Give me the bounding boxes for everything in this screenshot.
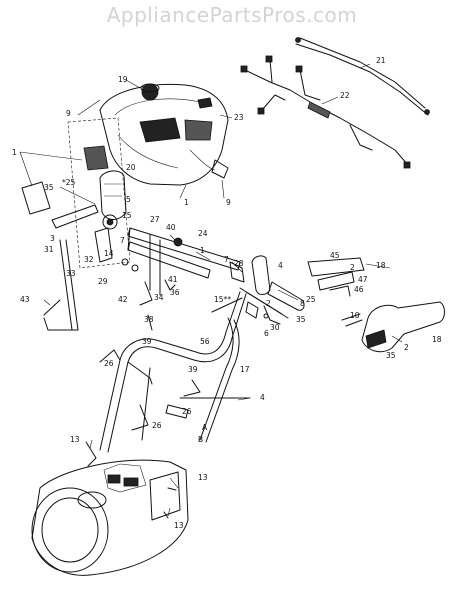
callout-label: 13 (70, 435, 80, 444)
control-handle-right (211, 255, 305, 325)
auger-housing (31, 441, 189, 576)
callout-label: 31 (44, 245, 54, 254)
callout-label: 15 (122, 211, 132, 220)
callout-label: 9 (226, 198, 231, 207)
callout-label: 19 (118, 75, 128, 84)
callout-label: 32 (84, 255, 94, 264)
callout-label: 45 (330, 251, 340, 260)
callout-label: 46 (354, 285, 364, 294)
callout-label: 26 (104, 359, 114, 368)
callout-label: 3 (50, 234, 55, 243)
callout-label: 2 (266, 299, 271, 308)
handle-far-right (307, 257, 445, 353)
shift-rod (43, 239, 79, 331)
callout-label: 39 (188, 365, 198, 374)
wiring-harness (240, 37, 430, 169)
callout-labels: 1 1 1 2 2 2 3 4 4 5 6 7 7 8 9 9 10 13 13… (12, 56, 442, 530)
callout-label: 28 (234, 259, 244, 268)
center-linkage (121, 227, 241, 331)
callout-label: 41 (168, 275, 178, 284)
callout-label: 25 (306, 295, 316, 304)
callout-label: 2 (350, 263, 355, 272)
callout-label: 34 (154, 293, 164, 302)
callout-label: 24 (198, 229, 208, 238)
callout-label: 22 (340, 91, 350, 100)
callout-label: 36 (170, 288, 180, 297)
callout-label: 35 (386, 351, 396, 360)
callout-label: 42 (118, 295, 128, 304)
callout-label: 35 (296, 315, 306, 324)
callout-label: *25 (62, 178, 76, 187)
dashboard-housing (99, 83, 229, 186)
callout-label: 23 (234, 113, 244, 122)
callout-label: 29 (98, 277, 108, 286)
callout-label: 4 (260, 393, 265, 402)
callout-label: 18 (432, 335, 442, 344)
callout-label: 13 (174, 521, 184, 530)
watermark: AppliancePartsPros.com (107, 3, 358, 27)
callout-label: 17 (240, 365, 250, 374)
callout-label: 1 (12, 148, 17, 157)
chute-deflector (21, 145, 127, 263)
callout-label: 56 (200, 337, 210, 346)
callout-label: 13 (198, 473, 208, 482)
leader-lines (19, 63, 403, 517)
callout-label: 7 (224, 255, 229, 264)
callout-label: 38 (144, 315, 154, 324)
callout-label: 30 (270, 323, 280, 332)
callout-label: 10 (350, 311, 360, 320)
callout-label: 4 (278, 261, 283, 270)
callout-label: 1 (184, 198, 189, 207)
assembly-boundary-box (67, 117, 131, 269)
callout-label: 33 (66, 269, 76, 278)
callout-label: 1 (200, 246, 205, 255)
callout-label: B (198, 435, 203, 444)
callout-label: 8 (300, 299, 305, 308)
callout-label: 20 (126, 163, 136, 172)
callout-label: 47 (358, 275, 368, 284)
callout-label: 6 (264, 329, 269, 338)
callout-label: 21 (376, 56, 386, 65)
callout-label: 7 (120, 236, 125, 245)
callout-label: A (202, 423, 208, 432)
callout-label: 5 (126, 195, 131, 204)
callout-label: 43 (20, 295, 30, 304)
callout-label: 18 (376, 261, 386, 270)
callout-label: 39 (142, 337, 152, 346)
callout-label: 35 (44, 183, 54, 192)
callout-label: 15** (214, 295, 231, 304)
callout-label: 14 (104, 249, 114, 258)
callout-label: 2 (404, 343, 409, 352)
callout-label: 27 (150, 215, 160, 224)
callout-label: 9 (66, 109, 71, 118)
callout-label: 26 (152, 421, 162, 430)
upper-handle-frame (99, 291, 251, 453)
callout-label: 40 (166, 223, 176, 232)
callout-label: 26 (182, 407, 192, 416)
